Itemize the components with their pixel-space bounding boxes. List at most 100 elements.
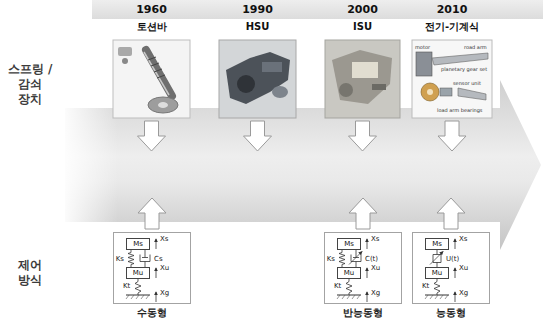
device-name: 토션바 [107,20,196,33]
part-label: sensor unit [452,80,482,86]
control-type: 반능동형 [315,306,411,319]
connector-path [128,250,134,267]
disc [148,97,178,113]
hsu-cylinder [262,62,282,72]
ground-hatch [126,295,149,299]
device-name: HSU [213,20,302,33]
signal-label: Xu [371,264,380,272]
model-ground-parts [425,239,455,302]
photo-torsion-bar [113,40,190,118]
control-diagram: 능동형MsMu [412,232,490,304]
displacement-arrow [156,292,157,302]
spring-connector [128,250,134,267]
bolt [122,58,128,64]
photo-frame [219,40,296,118]
variable-damper-connector [349,250,362,267]
photo-isu [325,40,400,118]
element-label: Ks [116,255,124,263]
gear-center [427,89,433,95]
up-arrows [138,198,465,229]
model-ground-parts [126,239,156,302]
connector-path [339,250,345,267]
gear [421,83,439,101]
connector-path [433,250,441,267]
year-heading: 1990 [213,3,302,17]
mass-label: Ms [344,239,354,249]
ground-line [425,295,449,296]
mass-block: Ms [126,238,150,250]
part-label: load arm bearings [436,107,483,113]
header-band [92,0,543,19]
device-name: 전기-기계식 [406,20,498,33]
year-heading: 1960 [107,3,196,17]
connector-path [140,250,150,267]
element-label: Ks [327,255,335,263]
signal-label: Xg [459,289,468,297]
up-arrow [138,198,166,229]
photo-frame [325,40,400,118]
photo-frame [412,40,492,118]
up-arrow [349,198,377,229]
photo-electro-mechanical [412,40,492,118]
element-label: C(t) [365,255,378,263]
isu-hub [339,83,353,97]
part-label: road arm [463,44,488,50]
isu-plate [352,62,378,78]
signal-label: Xg [160,289,169,297]
mass-label: Ms [133,239,143,249]
arrow-fade [60,106,118,224]
up-arrow [437,198,465,229]
tire-spring [434,279,440,295]
down-arrow [438,121,466,151]
signal-label: Xg [371,289,380,297]
isu-arm [372,84,386,90]
hsu-body [226,52,290,104]
signal-label: Xu [160,264,169,272]
shock-highlight [144,52,169,95]
control-diagram: 반능동형MsMu [324,232,402,304]
signal-label: Xu [459,264,468,272]
shaft [440,88,452,96]
hsu-hub [237,75,255,93]
actuator-connector [430,250,443,267]
down-arrow [138,121,166,151]
load-arm [458,88,486,100]
displacement-arrow [455,292,456,302]
part-label: motor [414,44,431,50]
variable-arrow [349,252,362,265]
disc-hub [158,102,168,108]
ground-hatch [425,295,448,299]
element-label: Cs [154,255,163,263]
signal-label: Xs [371,235,379,243]
mass-label: Mu [133,268,143,278]
device-name: ISU [319,20,406,33]
connector-path [351,250,361,267]
mass-block: Ms [337,238,361,250]
displacement-arrow [367,268,368,278]
ground-hatch [337,295,360,299]
element-label: U(t) [446,255,459,263]
year-heading: 2010 [406,3,498,17]
ground-line [337,295,361,296]
control-diagram: 수동형MsMu [113,232,191,304]
damper-connector [140,250,150,267]
spring-label: Kt [123,282,130,290]
row-label: 스프링 /감쇠 장치 [6,62,54,107]
row-label: 제어 방식 [6,258,54,288]
displacement-arrow [367,239,368,249]
down-arrow [244,121,272,151]
mass-block: Mu [425,267,449,279]
spring-connector [339,250,345,267]
part-label: planetary gear set [440,66,488,72]
road-arm [432,53,488,65]
displacement-arrow [455,268,456,278]
down-arrows [138,121,467,151]
hsu-joint [272,86,288,98]
year-heading: 2000 [319,3,406,17]
motor-body [416,52,432,76]
displacement-arrow [156,239,157,249]
